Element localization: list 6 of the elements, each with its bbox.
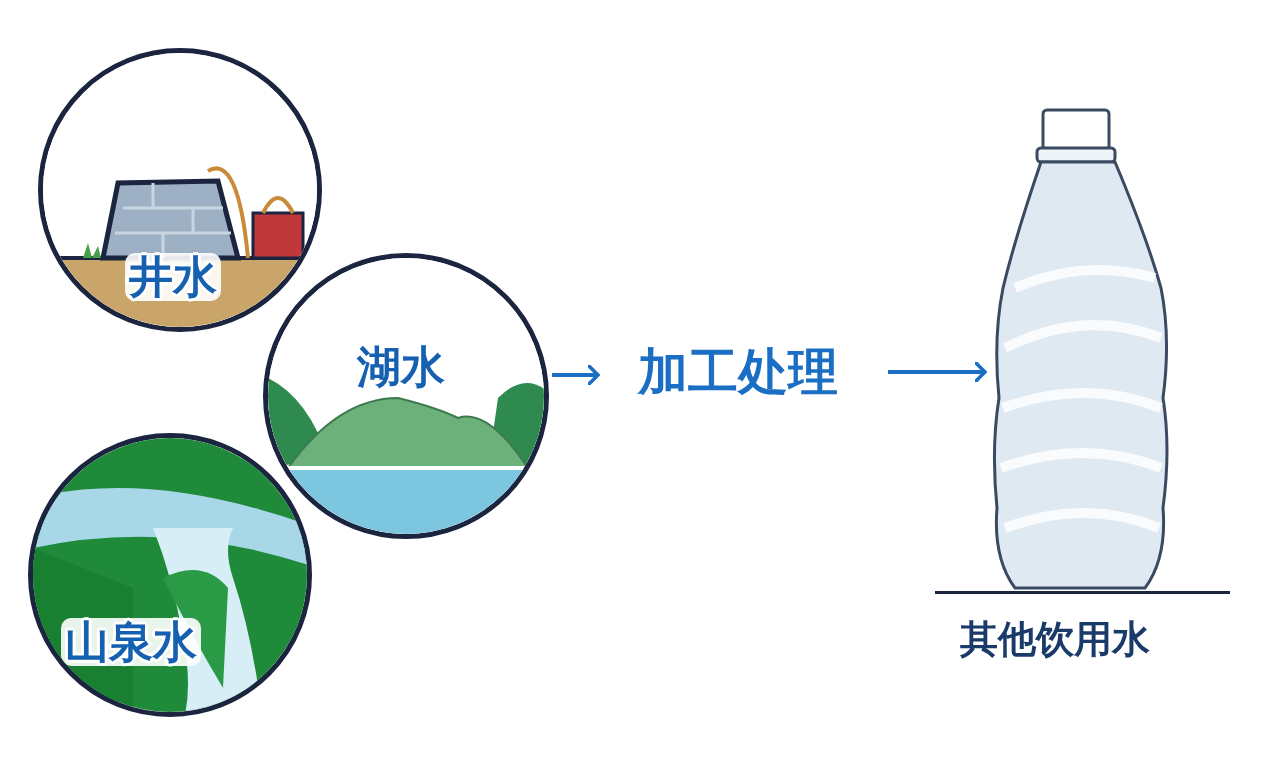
source-label: 山泉水 xyxy=(61,618,201,667)
bottle-caption: 其他饮用水 xyxy=(960,616,1150,663)
arrow xyxy=(552,364,600,386)
arrow xyxy=(888,361,987,383)
process-label: 加工处理 xyxy=(598,345,888,405)
source-label: 井水 xyxy=(125,253,221,302)
